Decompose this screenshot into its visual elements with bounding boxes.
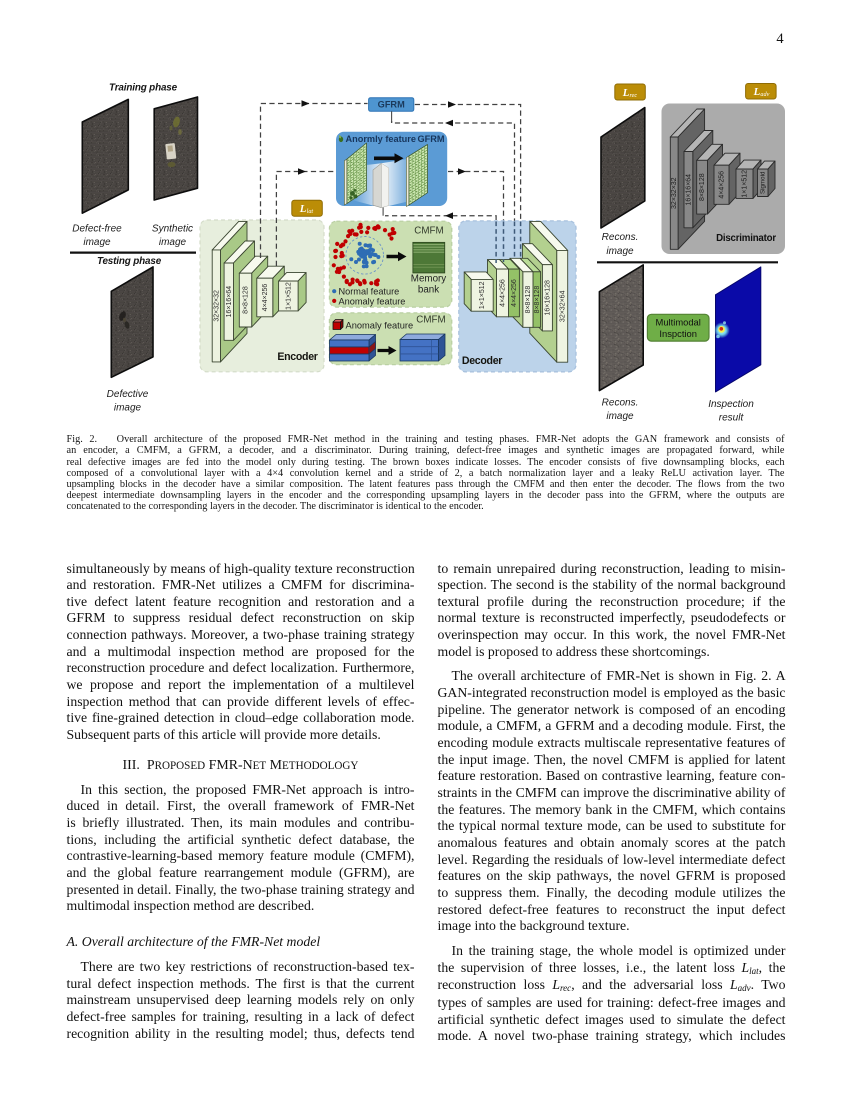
svg-text:Defective: Defective [107, 389, 149, 400]
svg-text:image: image [114, 403, 142, 414]
svg-text:8×8×128: 8×8×128 [243, 286, 250, 314]
svg-text:1×1×512: 1×1×512 [285, 282, 292, 310]
svg-text:GFRM: GFRM [378, 100, 405, 110]
svg-text:1×1×512: 1×1×512 [479, 281, 486, 309]
svg-text:image: image [83, 237, 111, 248]
svg-text:L: L [299, 203, 307, 215]
svg-text:32×32×32: 32×32×32 [671, 177, 678, 209]
svg-text:4×4×256: 4×4×256 [719, 171, 726, 199]
svg-text:Recons.: Recons. [602, 232, 639, 243]
svg-text:32×32×32: 32×32×32 [213, 290, 220, 322]
svg-text:L: L [622, 87, 630, 99]
svg-text:Recons.: Recons. [602, 398, 639, 409]
svg-text:GFRM: GFRM [417, 134, 444, 144]
svg-text:4×4×256: 4×4×256 [500, 279, 507, 307]
svg-text:Sigmoid: Sigmoid [760, 171, 767, 194]
svg-text:4×4×256: 4×4×256 [511, 279, 518, 307]
svg-text:Defect-free: Defect-free [72, 224, 122, 235]
svg-text:result: result [719, 413, 745, 424]
svg-text:Anomaly feature: Anomaly feature [339, 296, 406, 306]
svg-text:lat: lat [307, 208, 314, 215]
svg-text:Encoder: Encoder [277, 351, 317, 363]
svg-text:image: image [159, 237, 187, 248]
svg-text:16×16×128: 16×16×128 [544, 280, 551, 316]
svg-text:Training phase: Training phase [109, 82, 178, 93]
svg-text:CMFM: CMFM [414, 225, 443, 236]
svg-text:8×8×128: 8×8×128 [525, 286, 532, 314]
svg-text:CMFM: CMFM [416, 314, 445, 325]
svg-text:Inspection: Inspection [708, 399, 754, 410]
svg-text:image: image [606, 411, 634, 422]
svg-text:8×8×128: 8×8×128 [534, 286, 541, 314]
svg-text:4×4×256: 4×4×256 [262, 284, 269, 312]
svg-text:bank: bank [418, 285, 439, 296]
svg-text:Discriminator: Discriminator [716, 233, 776, 244]
svg-text:Anomaly feature: Anomaly feature [346, 320, 414, 330]
svg-text:rec: rec [630, 92, 638, 99]
svg-text:Inspction: Inspction [659, 328, 697, 339]
svg-text:32×32×64: 32×32×64 [559, 290, 566, 322]
svg-text:Normal feature: Normal feature [339, 287, 400, 297]
svg-text:Memory: Memory [411, 274, 446, 285]
svg-text:16×16×64: 16×16×64 [226, 286, 233, 318]
svg-text:1×1×512: 1×1×512 [742, 170, 749, 198]
svg-text:Testing phase: Testing phase [97, 256, 162, 267]
svg-text:16×16×64: 16×16×64 [685, 174, 692, 206]
svg-text:Multimodal: Multimodal [656, 316, 701, 327]
svg-text:8×8×128: 8×8×128 [699, 173, 706, 201]
svg-text:Synthetic: Synthetic [152, 224, 193, 235]
svg-text:image: image [606, 246, 634, 257]
svg-text:L: L [753, 86, 761, 98]
svg-text:adv: adv [760, 91, 769, 98]
svg-text:Anormly feature: Anormly feature [346, 134, 416, 144]
svg-text:Decoder: Decoder [462, 355, 502, 367]
